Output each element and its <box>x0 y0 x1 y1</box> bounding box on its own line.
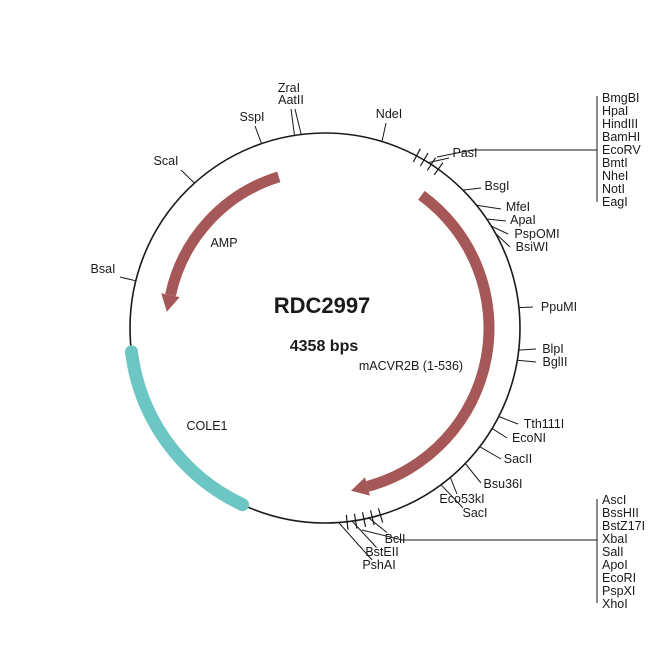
site-label-SacII: SacII <box>504 452 533 466</box>
site-label-PshAI: PshAI <box>362 558 395 572</box>
site-label-HindIII: HindIII <box>602 117 638 131</box>
site-tick-Tth111I <box>498 416 519 425</box>
cole1-label: COLE1 <box>187 419 228 433</box>
site-tick-BsaI <box>119 276 136 282</box>
mcs-top-connector-line <box>436 149 597 158</box>
site-tick-PasI <box>428 157 450 164</box>
site-label-NdeI: NdeI <box>376 107 402 121</box>
site-label-NotI: NotI <box>602 182 625 196</box>
amp-label: AMP <box>210 236 237 250</box>
cluster-0-tick-0 <box>412 148 421 163</box>
site-label-BmtI: BmtI <box>602 156 628 170</box>
site-label-Tth111I: Tth111I <box>524 417 565 431</box>
site-tick-ZraI <box>290 108 295 136</box>
site-tick-BglII <box>517 359 537 363</box>
cluster-1-tick-0 <box>377 508 384 523</box>
site-label-HpaI: HpaI <box>602 104 628 118</box>
site-tick-PshAI <box>338 522 373 561</box>
site-label-BglII: BglII <box>542 355 567 369</box>
site-tick-SacII <box>479 446 502 460</box>
site-label-BsiWI: BsiWI <box>516 240 549 254</box>
cluster-0-tick-1 <box>419 152 429 167</box>
site-label-XbaI: XbaI <box>602 532 628 546</box>
site-label-EcoRV: EcoRV <box>602 143 641 157</box>
plasmid-size: 4358 bps <box>290 338 359 355</box>
site-label-BamHI: BamHI <box>602 130 640 144</box>
site-tick-BlpI <box>518 348 537 351</box>
feature-arc-amp <box>165 171 281 297</box>
feature-arc-macvr2b <box>365 190 495 492</box>
site-label-PspXI: PspXI <box>602 584 635 598</box>
site-label-SacI: SacI <box>462 506 487 520</box>
site-tick-EcoNI <box>491 427 508 439</box>
site-tick-SacI <box>440 484 467 512</box>
site-label-AscI: AscI <box>602 493 626 507</box>
site-label-ApaI: ApaI <box>510 213 536 227</box>
site-label-BmgBI: BmgBI <box>602 91 640 105</box>
site-tick-ApaI <box>486 218 507 222</box>
mcs-bottom-connector-line <box>361 529 597 541</box>
plasmid-name: RDC2997 <box>274 293 371 318</box>
site-tick-BclI <box>368 517 391 536</box>
site-tick-AatII <box>294 108 302 135</box>
site-label-PasI: PasI <box>452 146 477 160</box>
site-label-BstEII: BstEII <box>365 545 398 559</box>
site-tick-BsiWI <box>495 233 511 248</box>
site-tick-BsgI <box>462 187 482 191</box>
insert-label: mACVR2B (1-536) <box>359 359 463 373</box>
site-tick-NdeI <box>381 122 387 142</box>
site-label-BssHII: BssHII <box>602 506 639 520</box>
cluster-1-tick-4 <box>345 514 349 530</box>
site-tick-PspOMI <box>491 225 509 235</box>
site-label-XhoI: XhoI <box>602 597 628 611</box>
site-tick-MfeI <box>476 204 502 210</box>
site-tick-BstEII <box>351 520 378 549</box>
site-label-NheI: NheI <box>602 169 628 183</box>
site-label-Eco53kI: Eco53kI <box>439 492 484 506</box>
site-label-BsgI: BsgI <box>484 179 509 193</box>
site-tick-Eco53kI <box>449 477 458 495</box>
cluster-0-tick-3 <box>433 162 444 176</box>
site-label-PpuMI: PpuMI <box>541 300 577 314</box>
site-tick-ScaI <box>180 169 195 184</box>
site-label-EagI: EagI <box>602 195 628 209</box>
site-label-MfeI: MfeI <box>506 200 530 214</box>
site-label-ApoI: ApoI <box>602 558 628 572</box>
site-label-EcoRI: EcoRI <box>602 571 636 585</box>
site-label-BlpI: BlpI <box>542 342 564 356</box>
site-label-AatII: AatII <box>278 93 304 107</box>
plasmid-backbone-circle <box>129 132 521 524</box>
site-label-PspOMI: PspOMI <box>514 227 559 241</box>
site-label-SspI: SspI <box>239 110 264 124</box>
site-tick-SspI <box>254 125 262 144</box>
site-tick-Bsu36I <box>464 463 482 484</box>
site-label-BstZ17I: BstZ17I <box>602 519 645 533</box>
cluster-0-tick-2 <box>426 157 437 171</box>
site-tick-PpuMI <box>518 306 534 309</box>
site-label-BsaI: BsaI <box>90 262 115 276</box>
feature-arrowhead-macvr2b <box>351 477 370 496</box>
site-label-ScaI: ScaI <box>153 154 178 168</box>
site-label-Bsu36I: Bsu36I <box>484 477 523 491</box>
site-label-BclI: BclI <box>385 532 406 546</box>
site-label-SalI: SalI <box>602 545 624 559</box>
feature-arc-cole1 <box>125 345 250 512</box>
feature-arrowhead-amp <box>161 293 180 312</box>
cluster-1-tick-1 <box>369 510 375 526</box>
cluster-1-tick-2 <box>361 512 367 528</box>
site-label-EcoNI: EcoNI <box>512 431 546 445</box>
site-label-ZraI: ZraI <box>278 81 300 95</box>
